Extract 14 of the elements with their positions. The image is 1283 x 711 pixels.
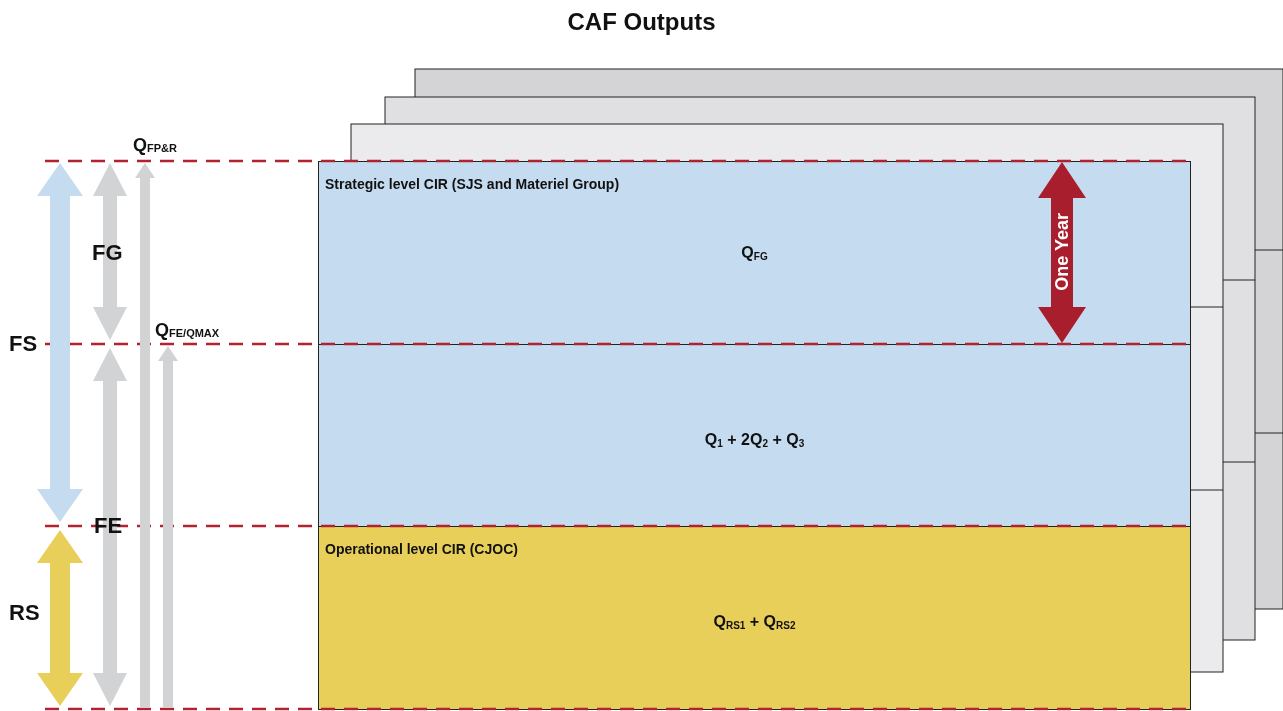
formula-text: Q$_{RS1}$ + Q$_{RS2}$ [713, 613, 796, 630]
band-heading: Strategic level CIR (SJS and Materiel Group) [325, 176, 620, 192]
level-label: FE [94, 513, 123, 539]
level-band [318, 161, 1191, 345]
diagram-title: CAF Outputs [567, 8, 716, 36]
level-band [318, 344, 1191, 527]
formula-text: Q$_{1}$ + 2Q$_{2}$ + Q$_{3}$ [704, 431, 805, 448]
arrow-label: One Year [1051, 213, 1073, 291]
formula-text: Q$_{FG}$ [741, 244, 768, 261]
level-label: RS [9, 600, 40, 626]
level-band [318, 526, 1191, 710]
band-heading: Operational level CIR (CJOC) [325, 541, 518, 557]
level-label: FS [9, 331, 38, 357]
level-label: FG [92, 240, 123, 266]
